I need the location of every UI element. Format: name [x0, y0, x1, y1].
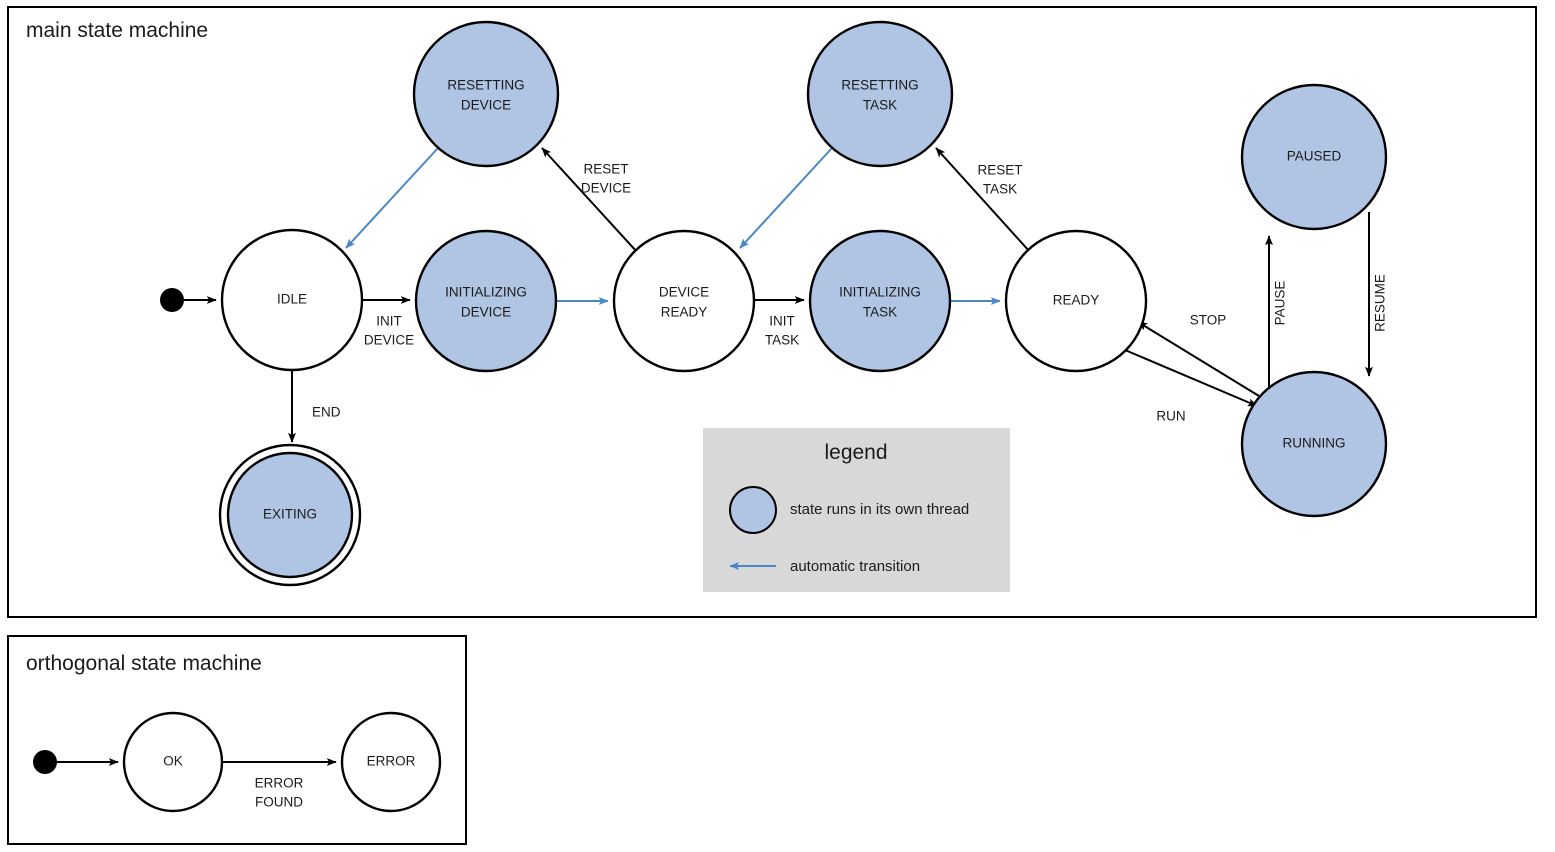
edge-label-reset-device-line2: DEVICE [581, 181, 631, 196]
transition-idle-to-exiting: END [288, 370, 341, 443]
state-paused-shape[interactable] [1240, 83, 1388, 231]
initial-state-marker-main [160, 288, 184, 312]
state-resetting-task-label-line2: TASK [863, 98, 897, 113]
state-error-shape[interactable] [340, 711, 442, 813]
state-resetting-task[interactable]: RESETTING TASK [806, 20, 954, 168]
state-initializing-task-label-line1: INITIALIZING [839, 285, 921, 300]
edge-label-init-device-line1: INIT [376, 314, 402, 329]
state-exiting-outer-ring [218, 443, 362, 587]
edge-label-reset-task-line1: RESET [977, 163, 1022, 178]
state-ok-shape[interactable] [122, 711, 224, 813]
state-idle-shape[interactable] [220, 228, 364, 372]
state-device-ready-label-line2: READY [661, 305, 708, 320]
state-initializing-device-label-line1: INITIALIZING [445, 285, 527, 300]
transition-idle-to-initializing-device: INIT DEVICE [362, 296, 414, 348]
state-initializing-device[interactable]: INITIALIZING DEVICE [414, 229, 558, 373]
state-ok-label: OK [163, 754, 183, 769]
main-frame-title: main state machine [26, 19, 208, 42]
state-initializing-task[interactable]: INITIALIZING TASK [808, 229, 952, 373]
state-resetting-device-label-line1: RESETTING [447, 78, 524, 93]
transition-ready-to-running: RUN [1124, 349, 1258, 424]
transition-device-ready-to-initializing-task: INIT TASK [754, 296, 805, 348]
state-resetting-device[interactable]: RESETTING DEVICE [412, 20, 560, 168]
transition-ok-to-error: ERROR FOUND [222, 758, 337, 810]
edge-label-run: RUN [1156, 409, 1185, 424]
edge-label-pause: PAUSE [1273, 281, 1288, 326]
state-ready-label: READY [1053, 293, 1100, 308]
legend-title: legend [824, 441, 887, 464]
state-device-ready-shape[interactable] [612, 229, 756, 373]
state-initializing-device-label-line2: DEVICE [461, 305, 511, 320]
transition-resetting-task-to-device-ready [739, 147, 833, 249]
legend-thread-circle-icon [729, 486, 777, 534]
legend: legend state runs in its own thread auto… [703, 428, 1010, 592]
state-running-shape[interactable] [1240, 370, 1388, 518]
state-exiting-shape[interactable] [226, 451, 354, 579]
state-idle-label: IDLE [277, 292, 307, 307]
state-running[interactable]: RUNNING [1240, 370, 1388, 518]
edge-label-resume: RESUME [1373, 274, 1388, 332]
edge-label-reset-device-line1: RESET [583, 162, 628, 177]
state-paused[interactable]: PAUSED [1240, 83, 1388, 231]
state-running-label: RUNNING [1283, 436, 1346, 451]
initial-state-marker-orthogonal [33, 750, 57, 774]
transition-running-to-ready: STOP [1137, 313, 1260, 397]
transition-resetting-device-to-idle [345, 147, 439, 249]
state-initializing-task-label-line2: TASK [863, 305, 897, 320]
orthogonal-frame-title: orthogonal state machine [26, 652, 262, 675]
state-resetting-task-shape[interactable] [806, 20, 954, 168]
state-exiting[interactable]: EXITING [218, 443, 362, 587]
state-resetting-task-label-line1: RESETTING [841, 78, 918, 93]
state-resetting-device-shape[interactable] [412, 20, 560, 168]
state-device-ready-label-line1: DEVICE [659, 285, 709, 300]
state-initializing-device-shape[interactable] [414, 229, 558, 373]
state-paused-label: PAUSED [1287, 149, 1342, 164]
transition-ready-to-resetting-task: RESET TASK [935, 147, 1031, 253]
edge-label-error-found-line1: ERROR [255, 776, 304, 791]
state-initializing-task-shape[interactable] [808, 229, 952, 373]
state-exiting-label: EXITING [263, 507, 317, 522]
edge-label-init-device-line2: DEVICE [364, 333, 414, 348]
transition-paused-to-running: RESUME [1365, 212, 1388, 377]
edge-label-init-task-line2: TASK [765, 333, 799, 348]
state-ready-shape[interactable] [1004, 229, 1148, 373]
state-idle[interactable]: IDLE [220, 228, 364, 372]
transition-running-to-paused: PAUSE [1265, 235, 1288, 392]
edge-label-init-task-line1: INIT [769, 314, 795, 329]
state-device-ready[interactable]: DEVICE READY [612, 229, 756, 373]
state-resetting-device-label-line2: DEVICE [461, 98, 511, 113]
legend-auto-label: automatic transition [790, 558, 920, 575]
transition-device-ready-to-resetting-device: RESET DEVICE [541, 147, 638, 253]
state-error[interactable]: ERROR [340, 711, 442, 813]
legend-thread-label: state runs in its own thread [790, 501, 969, 518]
edge-label-stop: STOP [1190, 313, 1227, 328]
edge-label-error-found-line2: FOUND [255, 795, 303, 810]
state-ready[interactable]: READY [1004, 229, 1148, 373]
edge-label-reset-task-line2: TASK [983, 182, 1017, 197]
state-error-label: ERROR [367, 754, 416, 769]
state-ok[interactable]: OK [122, 711, 224, 813]
edge-label-end: END [312, 405, 341, 420]
